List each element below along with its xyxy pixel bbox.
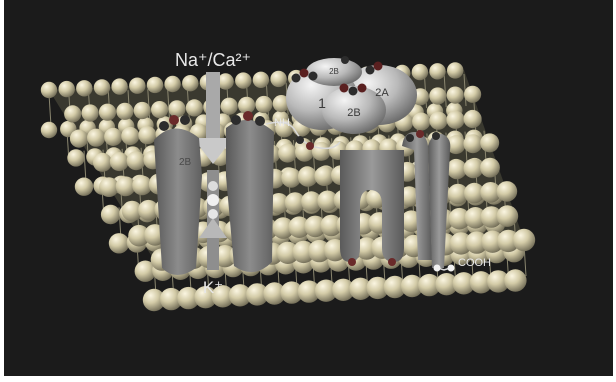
residue-bead [341, 56, 349, 64]
helix-marking: 2B [179, 157, 192, 168]
lipid-head [121, 127, 139, 145]
lipid-head [412, 113, 430, 131]
lipid-head [312, 142, 331, 161]
lipid-head [480, 158, 500, 178]
diagram-canvas: 1 2B 2A 2B 2B [4, 0, 613, 376]
residue-bead [306, 142, 314, 150]
lipid-head [151, 101, 168, 118]
lipid-head [94, 79, 110, 95]
residue-bead [434, 265, 441, 272]
lipid-head [109, 233, 129, 253]
lipid-head [59, 81, 75, 97]
lipid-head [64, 105, 81, 122]
selectivity-ion [208, 209, 218, 219]
lipid-head [129, 78, 145, 94]
lipid-head [186, 99, 203, 116]
lipid-head [87, 129, 105, 147]
residue-bead [309, 72, 318, 81]
lipid-head [99, 104, 116, 121]
lipid-head [497, 205, 519, 227]
lipid-head [41, 122, 57, 138]
lipid-head [447, 62, 463, 78]
lipid-head [253, 72, 269, 88]
residue-bead [292, 74, 301, 83]
residue-bead [374, 62, 383, 71]
transmembrane-subunit [340, 130, 450, 268]
lipid-head [134, 102, 151, 119]
residue-bead [300, 69, 309, 78]
lipid-head [101, 205, 120, 224]
lipid-head [67, 149, 84, 166]
lipid-head [164, 76, 180, 92]
channel-half-left [154, 128, 202, 275]
lipid-head [412, 64, 428, 80]
lipid-head [235, 72, 251, 88]
residue-bead [243, 111, 253, 121]
lipid-head [464, 110, 482, 128]
lipid-tail [49, 94, 51, 126]
lipid-head [447, 87, 464, 104]
residue-bead [388, 258, 396, 266]
lipid-head [138, 126, 156, 144]
lipid-head [463, 134, 482, 153]
lipid-head [504, 269, 526, 291]
selectivity-ion [207, 194, 219, 206]
lipid-head [464, 86, 481, 103]
subunit-2b-label: 2B [347, 107, 360, 119]
efflux-ion-label: K⁺ [203, 278, 223, 297]
membrane-channel-figure: 1 2B 2A 2B 2B [4, 0, 613, 376]
residue-bead [366, 66, 375, 75]
lipid-head [168, 100, 185, 117]
influx-ion-label: Na⁺/Ca²⁺ [175, 50, 251, 70]
residue-bead [231, 115, 241, 125]
lipid-head [76, 80, 92, 96]
lipid-head [147, 77, 163, 93]
lipid-head [255, 96, 272, 113]
lipid-head [41, 82, 57, 98]
residue-bead [255, 116, 265, 126]
lipid-head [82, 104, 99, 121]
lipid-head [497, 181, 518, 202]
subunit-2b-small-label: 2B [329, 67, 339, 76]
lipid-head [110, 152, 129, 171]
channel-half-right [226, 120, 274, 272]
lipid-head [221, 98, 238, 115]
subunit-1-label: 1 [318, 95, 326, 111]
lipid-head [429, 63, 445, 79]
residue-bead [416, 130, 424, 138]
residue-bead [180, 115, 190, 125]
residue-bead [159, 121, 169, 131]
lipid-head [127, 151, 146, 170]
c-terminus-label: COOH [458, 257, 491, 269]
residue-bead [358, 84, 367, 93]
residue-bead [406, 134, 414, 142]
subunit-2a-label: 2A [375, 87, 389, 99]
residue-bead [296, 136, 304, 144]
lipid-head [116, 103, 133, 120]
influx-shaft [206, 72, 220, 142]
lipid-head [513, 229, 535, 251]
lipid-head [104, 128, 122, 146]
lipid-head [182, 75, 198, 91]
lipid-head [429, 112, 447, 130]
lipid-head [111, 78, 127, 94]
residue-bead [340, 84, 349, 93]
lipid-head [270, 71, 286, 87]
lipid-head [480, 133, 499, 152]
lipid-head [93, 153, 112, 172]
residue-bead [169, 115, 179, 125]
lipid-head [446, 111, 464, 129]
residue-bead [348, 258, 356, 266]
residue-bead [448, 265, 455, 272]
n-terminus-label: NH [274, 117, 290, 129]
lipid-head [70, 130, 88, 148]
lipid-head [429, 87, 446, 104]
residue-bead [432, 132, 440, 140]
selectivity-ion [208, 181, 218, 191]
residue-bead [349, 87, 358, 96]
lipid-head [278, 144, 297, 163]
lipid-head [75, 178, 93, 196]
